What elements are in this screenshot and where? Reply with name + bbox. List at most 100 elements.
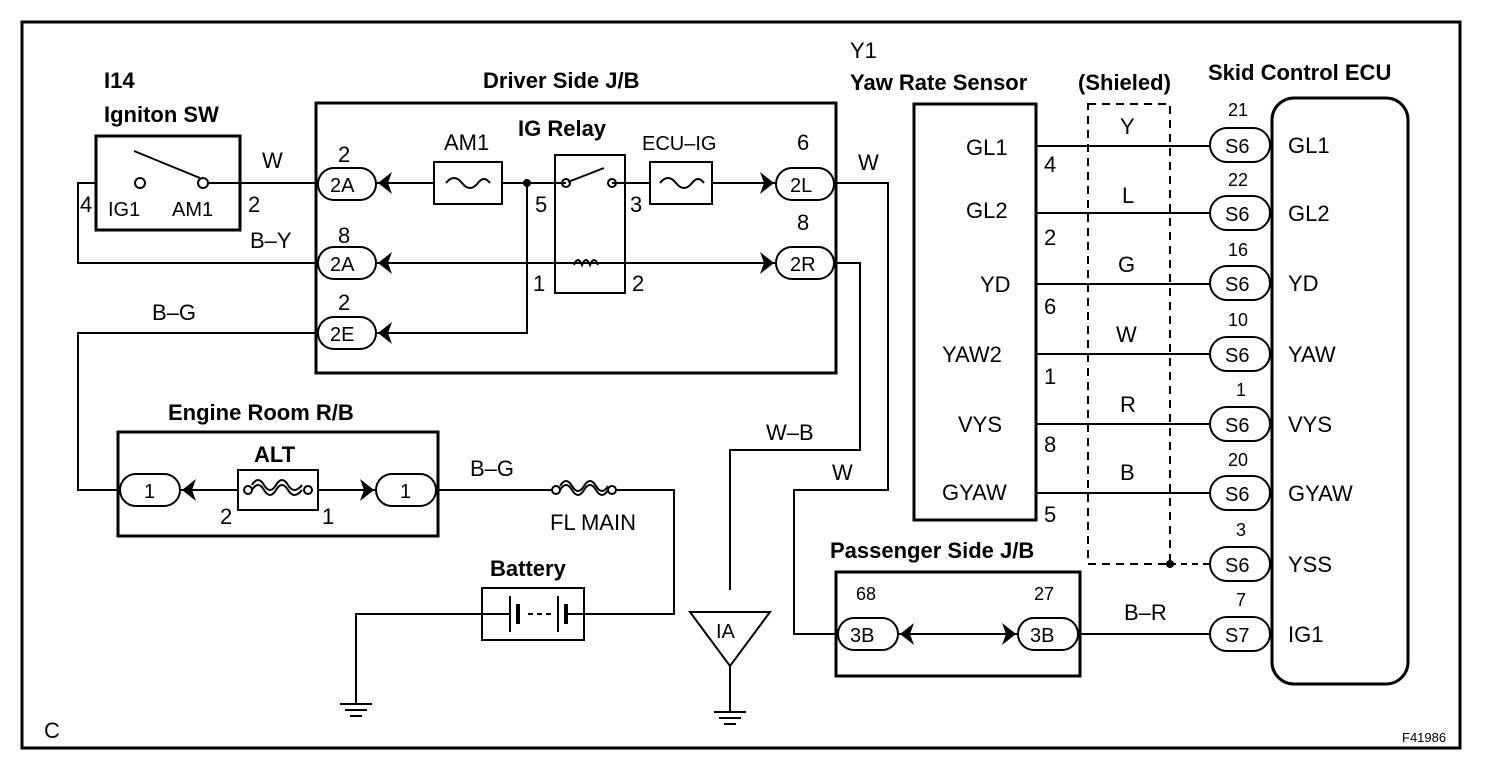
ground-ia: IA — [688, 611, 772, 725]
svg-text:2A: 2A — [330, 254, 355, 276]
skid-control-ecu: Skid Control ECU 21 S6 GL1 22 S6 GL2 16 … — [1208, 60, 1410, 686]
yaw-sensor-name: Yaw Rate Sensor — [850, 70, 1028, 95]
alt-pin-1: 1 — [322, 504, 334, 529]
svg-text:S6: S6 — [1225, 274, 1249, 296]
svg-text:S6: S6 — [1225, 136, 1249, 158]
conn-2a-pin8: 2A 8 — [317, 223, 377, 280]
svg-text:68: 68 — [856, 584, 876, 604]
ecu-pin-gl2: 22 S6 GL2 — [1209, 170, 1330, 231]
svg-text:3B: 3B — [850, 625, 874, 647]
wire-color-g: G — [1118, 252, 1135, 277]
figure-code: F41986 — [1402, 730, 1446, 745]
svg-text:YAW: YAW — [1288, 342, 1336, 367]
svg-text:1: 1 — [144, 481, 155, 503]
fuse-am1-label: AM1 — [444, 130, 489, 155]
wire-w-b — [729, 262, 861, 590]
wire-label-b-r: B–R — [1124, 600, 1167, 625]
svg-text:27: 27 — [1034, 584, 1054, 604]
conn-2a-pin2: 2A 2 — [317, 142, 377, 201]
ig-pin-ig1: IG1 — [108, 199, 140, 221]
yaw-rate-sensor: Y1 Yaw Rate Sensor GL1 GL2 YD YAW2 VYS G… — [850, 38, 1056, 527]
svg-text:2: 2 — [338, 290, 350, 315]
fuse-am1 — [433, 161, 503, 205]
svg-text:IG1: IG1 — [1288, 622, 1323, 647]
svg-text:S6: S6 — [1225, 415, 1249, 437]
shield-box — [1087, 103, 1171, 565]
svg-text:S7: S7 — [1225, 625, 1249, 647]
wire-b-g-top — [77, 332, 318, 491]
svg-text:S6: S6 — [1225, 555, 1249, 577]
yaw-pin-num-gl1: 4 — [1044, 152, 1056, 177]
wire-color-b: B — [1120, 460, 1135, 485]
conn-2r-pin8: 2R 8 — [775, 210, 835, 280]
corner-letter: C — [44, 718, 60, 743]
wire-label-b-g-mid: B–G — [470, 456, 514, 481]
conn-2e-pin2: 2E 2 — [317, 290, 377, 350]
ground-battery — [340, 703, 372, 717]
relay-pin-2: 2 — [632, 271, 644, 296]
svg-text:1: 1 — [400, 481, 411, 503]
conn-2l-pin6: 2L 6 — [775, 130, 835, 201]
wire-label-w-ig: W — [262, 148, 283, 173]
ig-pin-am1: AM1 — [172, 199, 213, 221]
yaw-pin-label-gyaw: GYAW — [942, 480, 1007, 505]
ground-ia-label: IA — [716, 621, 736, 643]
ignition-switch-name: Igniton SW — [104, 102, 219, 127]
wire-label-b-y: B–Y — [250, 228, 292, 253]
diagram-frame — [20, 20, 1462, 750]
fuse-ecu-ig-label: ECU–IG — [642, 133, 716, 155]
battery: Battery — [481, 556, 585, 641]
svg-text:10: 10 — [1228, 310, 1248, 330]
svg-text:22: 22 — [1228, 170, 1248, 190]
svg-text:VYS: VYS — [1288, 412, 1332, 437]
svg-text:GL1: GL1 — [1288, 133, 1330, 158]
ecu-pin-yss: 3 S6 YSS — [1209, 520, 1332, 582]
relay-pin-1: 1 — [533, 271, 545, 296]
svg-text:2A: 2A — [330, 175, 355, 197]
svg-text:8: 8 — [797, 210, 809, 235]
passenger-jb-title: Passenger Side J/B — [830, 538, 1034, 563]
ecu-pin-gyaw: 20 S6 GYAW — [1209, 450, 1353, 511]
driver-jb-title: Driver Side J/B — [483, 68, 640, 93]
engine-room-rb: Engine Room R/B ALT 1 1 2 1 — [116, 400, 440, 538]
yaw-pin-label-yd: YD — [980, 272, 1011, 297]
svg-text:21: 21 — [1228, 100, 1248, 120]
engine-rb-title: Engine Room R/B — [168, 400, 354, 425]
svg-text:2: 2 — [338, 142, 350, 167]
svg-text:YD: YD — [1288, 271, 1319, 296]
svg-text:S6: S6 — [1225, 484, 1249, 506]
yaw-pin-num-gyaw: 5 — [1044, 502, 1056, 527]
svg-text:S6: S6 — [1225, 345, 1249, 367]
svg-text:GYAW: GYAW — [1288, 481, 1353, 506]
svg-text:20: 20 — [1228, 450, 1248, 470]
battery-label: Battery — [490, 556, 567, 581]
svg-text:YSS: YSS — [1288, 552, 1332, 577]
fl-main-label: FL MAIN — [550, 510, 636, 535]
ignition-switch: I14 Igniton SW IG1 AM1 4 2 — [80, 68, 260, 232]
passenger-side-jb: Passenger Side J/B 3B 3B 68 27 — [830, 538, 1082, 678]
yaw-pin-num-yd: 6 — [1044, 294, 1056, 319]
ig-relay-label: IG Relay — [518, 116, 607, 141]
yaw-pin-label-vys: VYS — [958, 412, 1002, 437]
svg-text:S6: S6 — [1225, 204, 1249, 226]
ig-relay — [554, 154, 626, 294]
wire-color-l: L — [1122, 183, 1134, 208]
ecu-title: Skid Control ECU — [1208, 60, 1391, 85]
ecu-pin-gl1: 21 S6 GL1 — [1209, 100, 1330, 163]
fl-main-fuse — [551, 480, 617, 496]
alt-fuse-label: ALT — [254, 442, 296, 467]
wire-label-w-2l: W — [858, 150, 879, 175]
ig-num-am1: 2 — [248, 192, 260, 217]
svg-text:2L: 2L — [790, 175, 812, 197]
svg-text:GL2: GL2 — [1288, 201, 1330, 226]
engine-rb-conn-right — [375, 473, 437, 507]
yaw-pin-num-gl2: 2 — [1044, 225, 1056, 250]
relay-pin-5: 5 — [535, 192, 547, 217]
alt-pin-2: 2 — [220, 504, 232, 529]
svg-text:7: 7 — [1236, 590, 1246, 610]
ig-num-ig1: 4 — [80, 192, 92, 217]
svg-text:1: 1 — [1236, 380, 1246, 400]
wire-label-w-b: W–B — [766, 420, 814, 445]
relay-pin-3: 3 — [630, 192, 642, 217]
